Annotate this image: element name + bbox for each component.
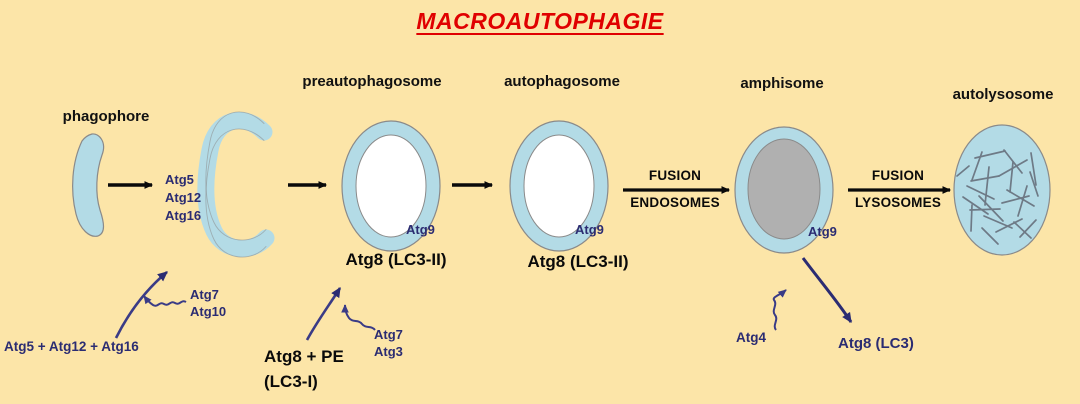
enzyme-label-atg10: Atg10 <box>190 304 227 319</box>
enzyme-label-atg4: Atg4 <box>736 330 766 345</box>
conjugation-substrates: Atg5 + Atg12 + Atg16 <box>4 339 139 354</box>
stage-label-autophagosome: autophagosome <box>504 73 620 90</box>
marker-atg9-autophagosome: Atg9 <box>575 222 604 237</box>
autolysosome-shape <box>953 124 1051 256</box>
conjugation-complex-atg16: Atg16 <box>165 208 202 223</box>
marker-atg9-preautophagosome: Atg9 <box>406 222 435 237</box>
enzyme-label-atg7-lipidation: Atg7 <box>374 327 403 342</box>
fusion-endosomes-line2: ENDOSOMES <box>630 195 720 210</box>
degraded-cargo-debris <box>956 149 1039 245</box>
arrow-lipidation-to-atg8 <box>305 286 342 341</box>
amphisome-shape <box>734 126 834 254</box>
page-title: MACROAUTOPHAGIE <box>416 8 664 34</box>
lipidation-substrate-line1: Atg8 + PE <box>264 347 344 366</box>
stage-label-autolysosome: autolysosome <box>952 86 1054 103</box>
arrow-delipidation <box>801 257 853 324</box>
stage-label-amphisome: amphisome <box>740 75 824 92</box>
delipidation-product-atg8-lc3: Atg8 (LC3) <box>838 335 914 352</box>
squiggle-atg4 <box>772 289 787 331</box>
lipidation-substrate-line2: (LC3-I) <box>264 372 318 391</box>
squiggle-atg7-atg10 <box>143 295 187 307</box>
arrow-conjugation-to-complex <box>114 271 168 339</box>
fusion-endosomes-line1: FUSION <box>648 168 702 183</box>
fusion-lysosomes-line2: LYSOSOMES <box>854 195 942 210</box>
enzyme-label-atg7-conjugation: Atg7 <box>190 287 219 302</box>
isolation-membrane-c-shape <box>197 111 275 258</box>
conjugation-complex-atg5: Atg5 <box>165 172 194 187</box>
marker-atg9-amphisome: Atg9 <box>808 224 837 239</box>
conjugation-complex-atg12: Atg12 <box>165 190 202 205</box>
squiggle-atg7-atg3 <box>341 304 376 331</box>
stage-label-preautophagosome: preautophagosome <box>302 73 442 90</box>
preautophagosome-shape <box>341 120 441 252</box>
phagophore-shape <box>72 133 105 237</box>
fusion-lysosomes-line1: FUSION <box>871 168 925 183</box>
marker-atg8-autophagosome: Atg8 (LC3-II) <box>527 252 629 271</box>
stage-label-phagophore: phagophore <box>62 108 150 125</box>
autophagosome-shape <box>509 120 609 252</box>
marker-atg8-preautophagosome: Atg8 (LC3-II) <box>345 250 447 269</box>
enzyme-label-atg3: Atg3 <box>374 344 403 359</box>
